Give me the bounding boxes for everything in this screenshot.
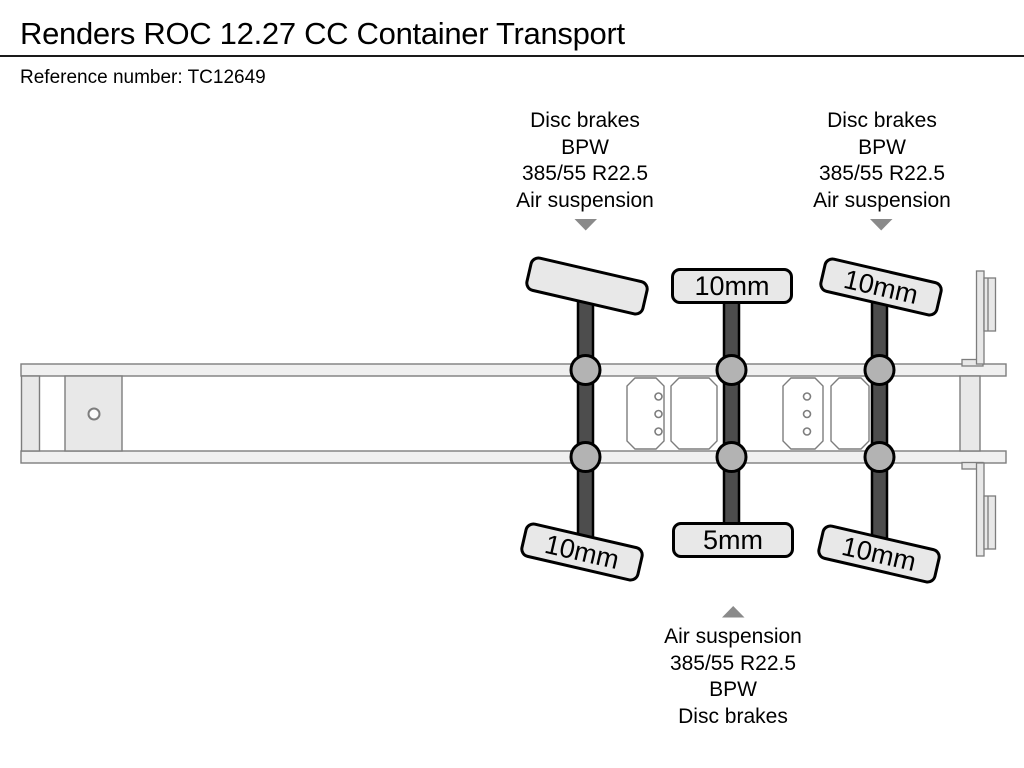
kingpin [87, 407, 101, 421]
rivet-dot [654, 392, 663, 401]
web-panel [670, 377, 718, 450]
title-divider [0, 55, 1024, 57]
tread-box-axle2-bottom: 5mm [672, 522, 794, 558]
axle3-bar [870, 293, 889, 547]
wheel-hub [715, 441, 748, 473]
web-panel [830, 377, 870, 450]
axle2-spec-annotation: Air suspension 385/55 R22.5 BPW Disc bra… [603, 624, 863, 730]
spec-line: Air suspension [664, 625, 802, 648]
axle1-spec-annotation: Disc brakes BPW 385/55 R22.5 Air suspens… [455, 108, 715, 214]
spec-line: Air suspension [813, 188, 951, 212]
rivet-dot [802, 427, 812, 436]
wheel-hub [863, 354, 896, 386]
rear-lock-post-bottom [975, 462, 985, 557]
arrow-down-icon [870, 219, 893, 231]
rear-lock-plate-bottom [983, 495, 997, 550]
rivet-dot [802, 409, 812, 419]
rivet-dot [654, 427, 663, 436]
spec-line: BPW [709, 678, 757, 701]
spec-line: Disc brakes [827, 109, 937, 132]
rivet-dot [802, 392, 812, 401]
bottom-rail [20, 450, 1007, 464]
spec-line: Disc brakes [678, 704, 788, 728]
spec-line: 385/55 R22.5 [521, 162, 649, 185]
top-rail [20, 363, 1007, 377]
wheel-hub [569, 441, 602, 473]
spec-line: BPW [858, 135, 906, 159]
axle1-bar [576, 293, 595, 544]
rear-end-member [959, 375, 981, 452]
axle2-bar [722, 298, 741, 529]
wheel-hub [569, 354, 602, 386]
tread-box-axle2-top: 10mm [671, 268, 793, 304]
wheel-hub [863, 441, 896, 473]
spec-line: Air suspension [516, 188, 654, 212]
reference-number: Reference number: TC12649 [20, 67, 266, 88]
spec-line: Disc brakes [530, 109, 640, 132]
axle3-spec-annotation: Disc brakes BPW 385/55 R22.5 Air suspens… [752, 108, 1012, 214]
page-title: Renders ROC 12.27 CC Container Transport [20, 16, 625, 51]
spec-line: BPW [561, 135, 609, 159]
arrow-down-icon [574, 219, 597, 231]
arrow-up-icon [722, 606, 745, 618]
rear-lock-plate-top [983, 277, 997, 332]
wheel-hub [715, 354, 748, 386]
spec-line: 385/55 R22.5 [669, 651, 797, 675]
rivet-dot [654, 409, 663, 419]
rear-lock-post-top [975, 270, 985, 365]
front-end-block [20, 375, 41, 452]
spec-line: 385/55 R22.5 [818, 162, 946, 185]
